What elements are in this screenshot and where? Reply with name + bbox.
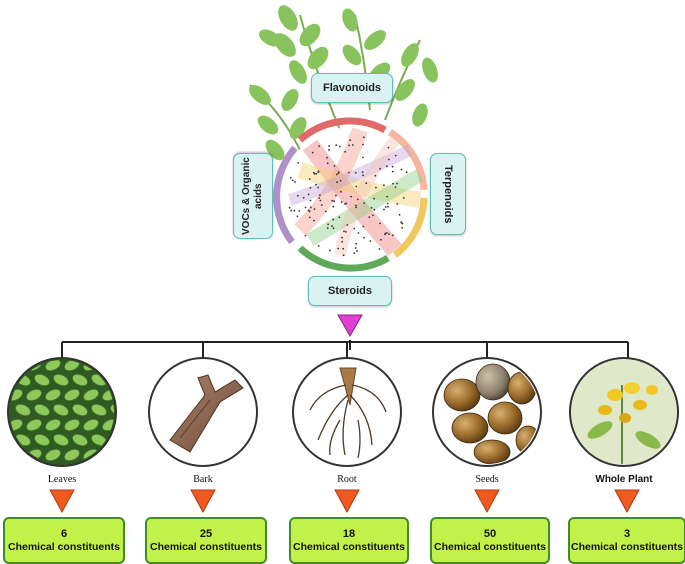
category-right: Terpenoids (430, 153, 466, 235)
chord-diagram (273, 117, 428, 272)
category-top: Flavonoids (311, 73, 393, 103)
category-bottom: Steroids (308, 276, 392, 306)
leaves-photo (7, 357, 117, 467)
tree-connector (61, 340, 629, 360)
seeds-photo (432, 357, 542, 467)
count-box-leaves: 6 Chemical constituents (3, 517, 125, 564)
part-label-bark: Bark (193, 474, 213, 485)
root-icon (292, 357, 402, 467)
down-arrows (49, 489, 640, 514)
bark-icon (148, 357, 258, 467)
whole-plant-photo (569, 357, 679, 467)
count-box-bark: 25 Chemical constituents (145, 517, 267, 564)
category-left: VOCs & Organic acids (233, 153, 273, 239)
count-label: Chemical constituents (292, 540, 406, 553)
part-label-seeds: Seeds (475, 474, 499, 485)
count-label: Chemical constituents (149, 540, 263, 553)
chord-dots (288, 136, 408, 257)
part-label-root: Root (337, 474, 357, 485)
count-label: Chemical constituents (7, 540, 121, 553)
count-value: 6 (60, 527, 68, 540)
count-label: Chemical constituents (570, 540, 684, 553)
count-value: 3 (623, 527, 631, 540)
count-value: 18 (342, 527, 356, 540)
count-value: 50 (483, 527, 497, 540)
count-box-whole-plant: 3 Chemical constituents (568, 517, 685, 564)
count-box-seeds: 50 Chemical constituents (430, 517, 550, 564)
count-box-root: 18 Chemical constituents (289, 517, 409, 564)
part-label-whole-plant: Whole Plant (595, 474, 653, 485)
connector-triangle (337, 314, 363, 338)
part-label-leaves: Leaves (47, 474, 77, 485)
count-label: Chemical constituents (433, 540, 547, 553)
count-value: 25 (199, 527, 213, 540)
